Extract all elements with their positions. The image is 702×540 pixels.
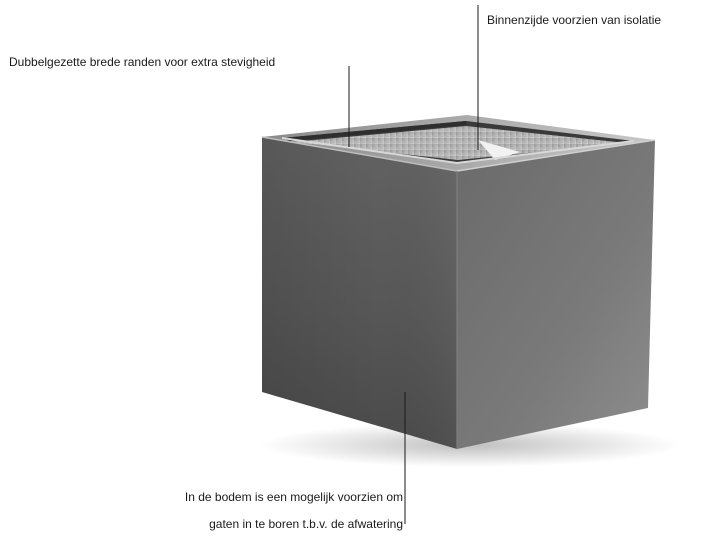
planter-inner-rim-edge xyxy=(281,137,635,165)
annotation-drainage-line-1: In de bodem is een mogelijk voorzien om xyxy=(184,490,403,504)
planter-right-face xyxy=(457,140,655,449)
planter-front-shading xyxy=(262,137,457,449)
planter-right-edge xyxy=(456,139,656,172)
planter-front-edge xyxy=(261,136,458,172)
annotation-insulation: Binnenzijde voorzien van isolatie xyxy=(487,13,662,27)
annotation-drainage-line-2: gaten in te boren t.b.v. de afwatering xyxy=(209,517,403,531)
insulation-highlight xyxy=(478,140,520,160)
annotation-rims: Dubbelgezette brede randen voor extra st… xyxy=(9,55,276,69)
planter-inner-back-wall xyxy=(282,121,466,141)
planter-insulation xyxy=(292,126,626,160)
